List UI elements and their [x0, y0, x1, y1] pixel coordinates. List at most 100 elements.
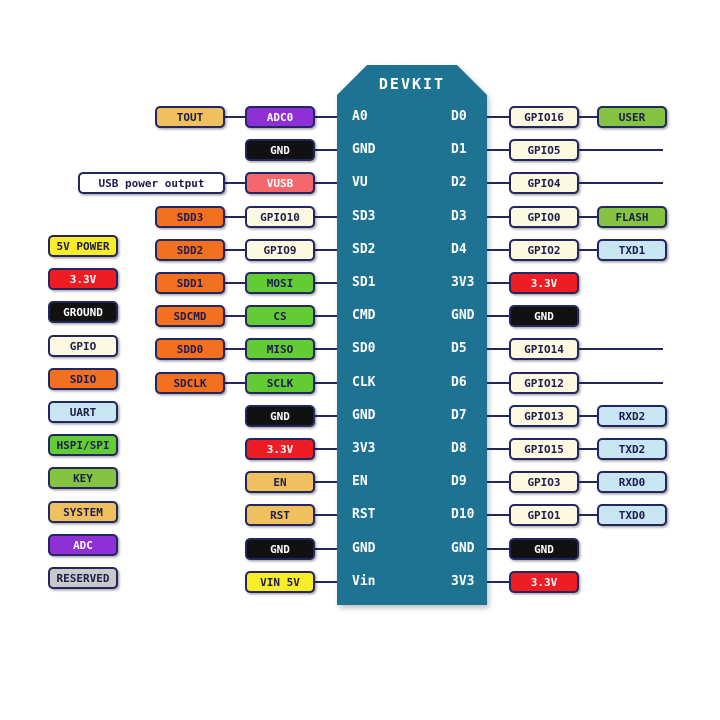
pinbox-gpio5: GPIO5	[509, 139, 579, 162]
wire	[315, 547, 337, 550]
wire	[579, 514, 597, 517]
wire	[225, 248, 245, 251]
chip-pin-left-8-clk: CLK	[352, 374, 376, 390]
wire	[579, 116, 597, 118]
pinbox-sdd0: SDD0	[155, 338, 225, 361]
wire	[487, 514, 509, 517]
wire	[579, 381, 663, 384]
pinbox-txd1: TXD1	[597, 238, 667, 261]
chip-pin-right-4-d4: D4	[451, 241, 467, 257]
pinbox-3-3v: 3.3V	[509, 272, 579, 294]
pinbox-rxd0: RXD0	[597, 471, 667, 494]
pinbox-gpio15: GPIO15	[509, 438, 579, 460]
wire	[579, 414, 597, 417]
pinbox-gpio12: GPIO12	[509, 371, 579, 394]
chip-pin-left-4-sd2: SD2	[352, 241, 376, 257]
chip-pin-left-13-gnd: GND	[352, 540, 376, 556]
pinbox-tout: TOUT	[155, 106, 225, 128]
pinbox-gpio2: GPIO2	[509, 238, 579, 261]
wire	[487, 215, 509, 218]
pinbox-sdd1: SDD1	[155, 272, 225, 294]
wire	[315, 315, 337, 318]
pinbox-rxd2: RXD2	[597, 404, 667, 427]
pinbox-sdd2: SDD2	[155, 238, 225, 261]
chip-pin-right-5-3v3: 3V3	[451, 275, 475, 290]
wire	[315, 381, 337, 384]
pinbox-sclk: SCLK	[245, 371, 315, 394]
pinbox-sdd3: SDD3	[155, 205, 225, 228]
chip-pin-right-14-3v3: 3V3	[451, 573, 475, 589]
wire	[315, 448, 337, 450]
pinbox-gpio13: GPIO13	[509, 404, 579, 427]
legend-item-5v-power: 5V POWER	[48, 235, 118, 257]
chip-pin-left-9-gnd: GND	[352, 407, 376, 423]
wire	[225, 182, 245, 185]
wire	[579, 215, 597, 218]
pinbox-gpio3: GPIO3	[509, 471, 579, 494]
wire	[487, 182, 509, 185]
pinbox-gnd: GND	[245, 404, 315, 427]
pinbox-3-3v: 3.3V	[509, 570, 579, 593]
wire	[315, 580, 337, 583]
wire	[315, 414, 337, 417]
pinbox-adc0: ADC0	[245, 106, 315, 128]
wire	[579, 448, 597, 450]
legend-item-system: SYSTEM	[48, 500, 118, 523]
wire	[315, 116, 337, 118]
wire	[487, 448, 509, 450]
chip-pin-right-1-d1: D1	[451, 142, 467, 158]
chip-pin-left-3-sd3: SD3	[352, 208, 376, 224]
chip-pin-right-7-d5: D5	[451, 341, 467, 357]
pinbox-gpio0: GPIO0	[509, 205, 579, 228]
chip-pin-right-9-d7: D7	[451, 407, 467, 423]
chip-title: DEVKIT	[378, 75, 446, 93]
chip-pin-right-6-gnd: GND	[451, 308, 475, 324]
pinbox-sdcmd: SDCMD	[155, 305, 225, 328]
legend-item-gpio: GPIO	[48, 334, 118, 357]
pinbox-gnd: GND	[509, 537, 579, 560]
pinbox-rst: RST	[245, 504, 315, 527]
legend-item-ground: GROUND	[48, 301, 118, 324]
wire	[315, 514, 337, 517]
wire	[315, 248, 337, 251]
wire	[579, 182, 663, 185]
wire	[225, 215, 245, 218]
legend-item-uart: UART	[48, 401, 118, 423]
wire	[579, 481, 597, 484]
chip-pin-left-6-cmd: CMD	[352, 308, 376, 324]
legend-item-sdio: SDIO	[48, 367, 118, 390]
chip-pin-right-13-gnd: GND	[451, 540, 475, 556]
wire	[315, 149, 337, 152]
wire	[487, 481, 509, 484]
pinbox-gnd: GND	[509, 305, 579, 328]
pinbox-gnd: GND	[245, 139, 315, 162]
pinbox-gpio4: GPIO4	[509, 172, 579, 195]
pinbox-sdclk: SDCLK	[155, 371, 225, 394]
chip-body: DEVKIT	[337, 65, 487, 605]
chip-pin-right-3-d3: D3	[451, 208, 467, 224]
wire	[579, 348, 663, 351]
chip-pin-right-0-d0: D0	[451, 109, 467, 124]
chip-pin-left-5-sd1: SD1	[352, 275, 376, 290]
chip-pin-right-12-d10: D10	[451, 507, 475, 523]
pinbox-vusb: VUSB	[245, 172, 315, 195]
wire	[487, 315, 509, 318]
legend-item-hspi-spi: HSPI/SPI	[48, 434, 118, 457]
wire	[315, 182, 337, 185]
wire	[487, 149, 509, 152]
wire	[487, 381, 509, 384]
wire	[579, 248, 597, 251]
chip-pin-left-10-3v3: 3V3	[352, 441, 376, 456]
wire	[315, 215, 337, 218]
pinbox-cs: CS	[245, 305, 315, 328]
chip-pin-right-10-d8: D8	[451, 441, 467, 456]
wire	[315, 481, 337, 484]
wire	[315, 348, 337, 351]
chip-pin-left-11-en: EN	[352, 474, 368, 490]
pinbox-gpio1: GPIO1	[509, 504, 579, 527]
legend-item-adc: ADC	[48, 533, 118, 556]
legend-item-key: KEY	[48, 467, 118, 490]
pinbox-flash: FLASH	[597, 205, 667, 228]
wire	[579, 149, 663, 152]
wire	[225, 282, 245, 284]
